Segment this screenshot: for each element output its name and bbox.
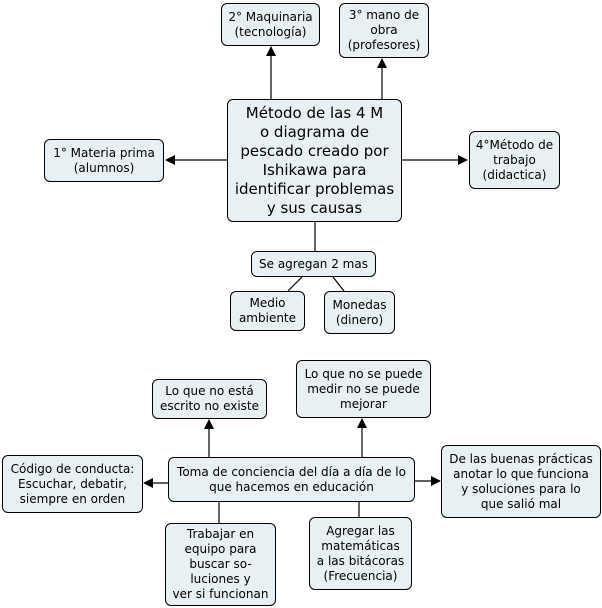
node-se-agregan[interactable]: Se agregan 2 mas (251, 251, 376, 277)
node-codigo-conducta[interactable]: Código de conducta: Escuchar, debatir, s… (2, 455, 143, 513)
node-metodo-4m-center[interactable]: Método de las 4 M o diagrama de pescado … (227, 99, 402, 222)
node-monedas[interactable]: Monedas (dinero) (324, 291, 395, 334)
node-metodo-trabajo[interactable]: 4°Método de trabajo (didactica) (469, 131, 560, 189)
node-buenas-practicas[interactable]: De las buenas prácticas anotar lo que fu… (441, 445, 601, 518)
node-maquinaria[interactable]: 2° Maquinaria (tecnología) (221, 3, 320, 46)
node-materia-prima[interactable]: 1° Materia prima (alumnos) (44, 139, 164, 182)
link-agregan-to-medio-ambiente (287, 276, 303, 292)
node-no-medir[interactable]: Lo que no se puede medir no se puede mej… (296, 360, 431, 418)
node-no-escrito[interactable]: Lo que no está escrito no existe (152, 379, 267, 419)
node-matematicas[interactable]: Agregar las matemáticas a las bitácoras … (309, 517, 412, 590)
node-trabajar-equipo[interactable]: Trabajar en equipo para buscar so- lucio… (165, 523, 276, 606)
node-toma-conciencia-center[interactable]: Toma de conciencia del día a día de lo q… (168, 457, 415, 502)
node-mano-de-obra[interactable]: 3° mano de obra (profesores) (339, 3, 429, 58)
link-agregan-to-monedas (332, 276, 345, 292)
node-medio-ambiente[interactable]: Medio ambiente (230, 291, 305, 331)
